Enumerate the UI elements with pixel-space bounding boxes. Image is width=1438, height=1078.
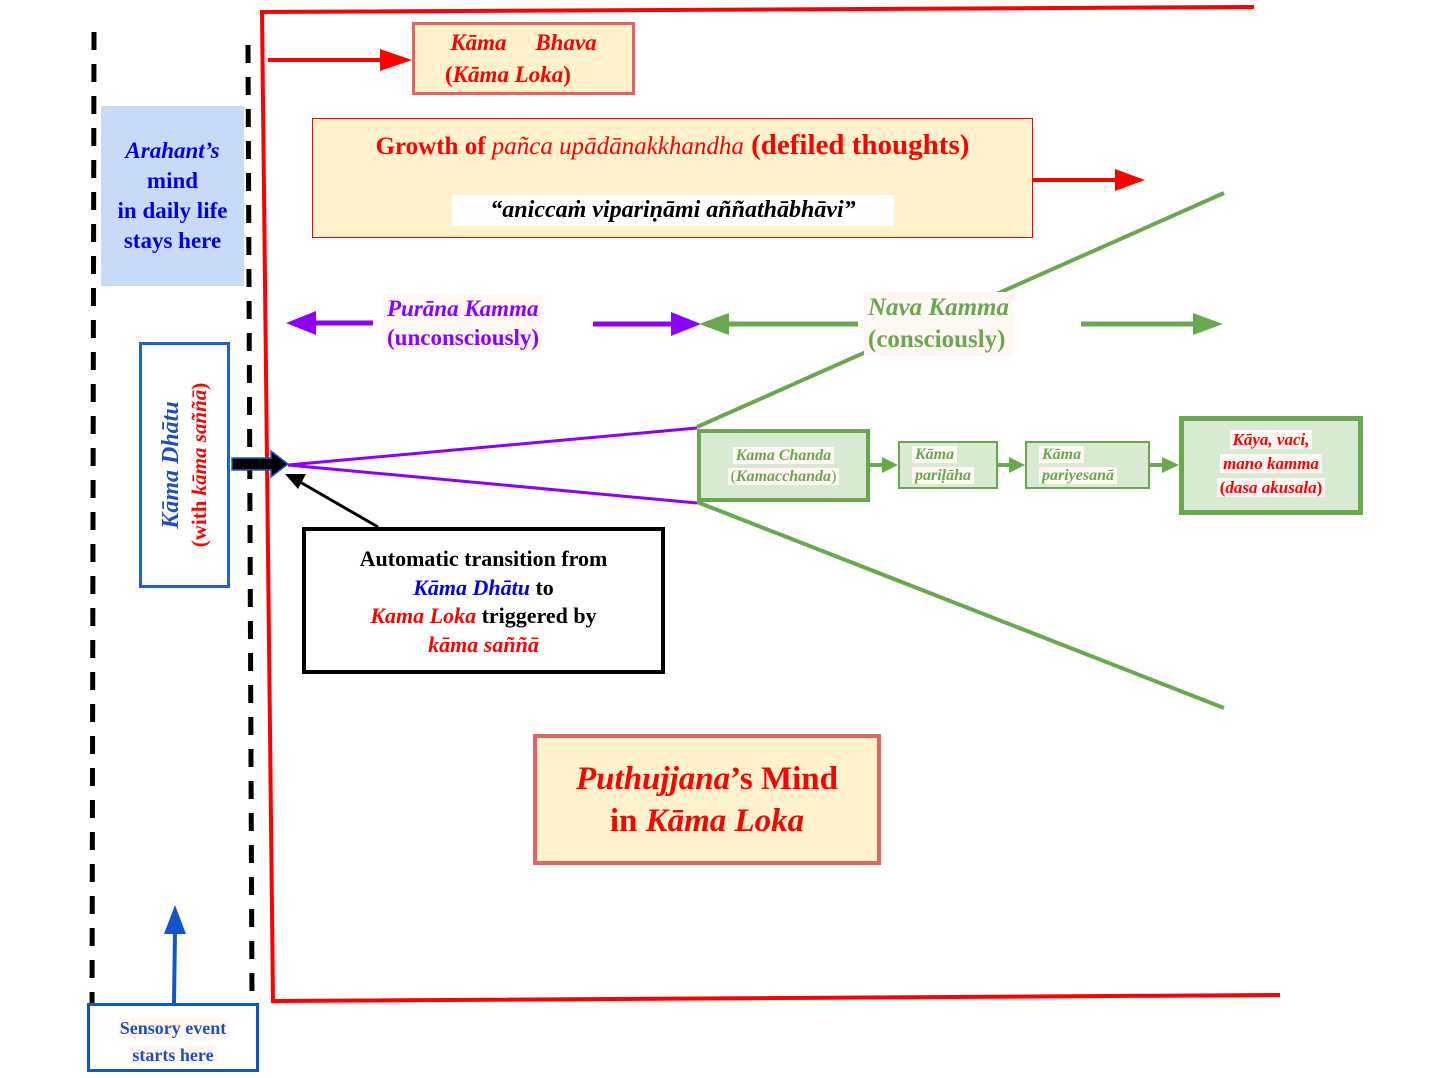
kaya-line1: Kāya, vaci, [1229,430,1313,449]
puthu-line2: in Kāma Loka [537,800,877,842]
kama-parilaha-line1: Kāma [912,446,958,463]
kama-chanda-text: Kama Chanda [732,447,835,464]
kama-loka-term: Kāma Loka [645,803,805,839]
puthu-line1: Puthujjana’s Mind [537,758,877,800]
nava-kamma-title: Nava Kamma [868,294,1009,321]
sub-close: ) [186,382,211,390]
nava-arrowhead-right [1193,313,1223,335]
kama-loka-term: Kāma Loka [452,62,564,87]
auto-line3-rest: triggered by [476,603,597,628]
arrowhead-kama-bhava [380,49,412,71]
nava-kamma-label: Nava Kamma (consciously) [864,292,1013,356]
paren-open: ( [1219,478,1226,497]
right-dashed-boundary [245,44,255,1001]
cone-lower-line [696,500,1225,710]
sensory-arrowhead [164,905,186,934]
annotation-pointer-head [285,474,306,489]
nava-arrowhead-left [699,313,729,335]
purana-kamma-sub: (unconsciously) [387,325,540,350]
kama-parilaha-box: Kāma pariḷāha [898,441,998,489]
kamacchanda-text: Kamacchanda [735,468,832,485]
growth-quote: “aniccaṁ vipariṇāmi aññathābhāvi” [452,195,894,226]
arahant-line2: mind [146,168,199,193]
kama-loka-boundary [259,5,1281,1004]
arrowhead-growth [1115,169,1145,191]
kama-parilaha-line2: pariḷāha [912,467,975,484]
nava-kamma-sub: (consciously) [868,326,1006,353]
chain-arrowhead-2 [1009,457,1025,473]
sensory-line2: starts here [129,1045,217,1065]
kama-bhava-word1: Kāma [450,30,507,55]
growth-term: pañca upādānakkhandha [491,133,744,160]
auto-line2-rest: to [529,574,554,600]
growth-suffix: (defiled thoughts) [743,129,970,161]
kama-sanna-term: kāma saññā [428,631,539,657]
chain-arrowhead-3 [1162,457,1179,473]
sub-open: (with [186,495,211,548]
kama-dhatu-sub: (with kāma saññā) [185,345,213,585]
kama-dhatu-title: Kāma Dhātu [157,401,184,529]
kama-dhatu-text: Kāma Dhātu (with kāma saññā) [157,345,213,585]
kaya-line2: mano kamma [1220,454,1322,473]
kama-pariyesana-line2: pariyesanā [1039,467,1117,484]
chain-arrowhead-1 [882,457,898,473]
kama-dhatu-box: Kāma Dhātu (with kāma saññā) [139,342,230,588]
kama-chanda-line2: (Kamacchanda) [701,466,866,487]
sensory-arrow [172,929,177,1004]
paren-close: ) [1316,478,1323,497]
purana-arrowhead-left [286,311,316,335]
left-dashed-boundary [89,31,97,1021]
kama-dhatu-term: Kāma Dhātu [413,574,530,600]
kama-bhava-line2: (Kāma Loka) [415,59,632,91]
kama-bhava-box: Kāma Bhava (Kāma Loka) [412,22,635,95]
growth-box: Growth of pañca upādānakkhandha (defiled… [312,118,1033,238]
purple-lower-line [287,463,698,505]
sensory-line1: Sensory event [116,1018,230,1038]
automatic-transition-box: Automatic transition from Kāma Dhātu to … [302,527,665,674]
kaya-vaci-mano-kamma-box: Kāya, vaci, mano kamma (dasa akusala) [1179,416,1363,515]
kama-chanda-box: Kama Chanda (Kamacchanda) [697,429,870,502]
purana-kamma-label: Purāna Kamma (unconsciously) [383,294,544,352]
puthu-line1-rest: ’s Mind [730,761,838,797]
auto-line3: Kama Loka triggered by [306,602,661,631]
annotation-pointer [299,480,379,529]
puthu-line2-pre: in [609,803,646,839]
puthujjana-term: Puthujjana [576,761,731,797]
arahant-box: Arahant’s mind in daily life stays here [101,106,244,286]
trigger-block-arrow [231,449,290,479]
kama-pariyesana-line1: Kāma [1039,446,1085,463]
arahant-line1: Arahant’s [125,138,220,163]
sensory-event-box: Sensory event starts here [87,1003,259,1072]
kama-pariyesana-box: Kāma pariyesanā [1025,441,1150,489]
paren-close: ) [563,62,571,87]
arahant-line3: in daily life [117,198,228,223]
purple-upper-line [287,426,698,467]
auto-line1: Automatic transition from [359,546,608,571]
kama-loka-term: Kama Loka [370,603,477,628]
auto-line2: Kāma Dhātu to [306,574,661,603]
dasa-akusala-text: dasa akusala [1225,478,1317,497]
puthujjana-mind-box: Puthujjana’s Mind in Kāma Loka [533,734,881,865]
sub-term: kāma saññā [186,389,211,496]
growth-heading: Growth of pañca upādānakkhandha (defiled… [313,129,1032,162]
kama-chanda-line1: Kama Chanda [701,445,866,466]
growth-prefix: Growth of [375,133,492,160]
arahant-line4: stays here [123,228,222,253]
purana-arrowhead-right [671,312,701,336]
kama-bhava-line1: Kāma Bhava [415,27,632,59]
paren-close: ) [831,468,837,485]
kama-bhava-word2: Bhava [535,30,597,55]
paren-open: ( [445,62,453,87]
paren-open: ( [730,468,736,485]
purana-kamma-title: Purāna Kamma [387,296,539,321]
